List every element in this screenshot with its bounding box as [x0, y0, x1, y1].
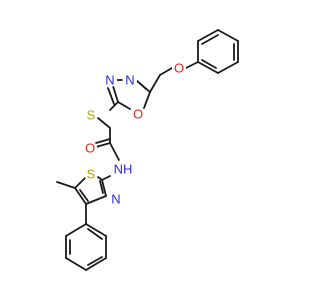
- bond: [101, 175, 111, 181]
- bond: [159, 67, 173, 76]
- bond: [87, 228, 103, 240]
- atom-o-carbonyl: O: [83, 141, 97, 156]
- bond: [217, 61, 239, 74]
- bond: [201, 59, 217, 69]
- bond: [85, 257, 107, 271]
- bond: [143, 91, 151, 109]
- atom-s-thioether: S: [84, 108, 98, 123]
- atom-n-thiazole: N: [109, 192, 123, 207]
- bond: [56, 181, 76, 189]
- bond: [217, 29, 239, 42]
- bond: [95, 142, 111, 148]
- bond: [109, 101, 119, 111]
- atom-o-ether: O: [172, 61, 186, 76]
- bond: [95, 138, 111, 144]
- bond: [97, 117, 111, 129]
- atom-s-thiazole: S: [84, 167, 98, 182]
- atoms-layer: O N N O S O NH S: [83, 61, 186, 207]
- atom-n-oxadiazole-right: N: [123, 73, 137, 88]
- bond: [85, 223, 107, 237]
- bond: [87, 256, 103, 266]
- atom-label: O: [174, 61, 184, 76]
- bond: [197, 29, 219, 42]
- bond: [135, 79, 147, 90]
- bond: [79, 189, 89, 202]
- atom-label: O: [133, 107, 143, 122]
- bond: [201, 34, 219, 45]
- bond: [99, 180, 104, 194]
- atom-label: O: [85, 141, 95, 156]
- atom-label: S: [87, 167, 96, 182]
- bond: [65, 257, 87, 271]
- atom-o-oxadiazole: O: [131, 107, 145, 122]
- bonds-layer: [56, 29, 239, 271]
- atom-label: S: [87, 108, 96, 123]
- bond: [149, 74, 161, 93]
- bond: [117, 101, 131, 110]
- bond: [74, 187, 87, 205]
- bond: [107, 87, 115, 105]
- bond: [85, 195, 107, 205]
- atom-label: N: [111, 192, 120, 207]
- atom-n-oxadiazole-left: N: [103, 73, 117, 88]
- molecule-structure-diagram: O N N O S O NH S: [56, 29, 239, 271]
- bond: [101, 179, 107, 197]
- bond: [185, 61, 199, 69]
- atom-nh-amide: NH: [113, 162, 133, 177]
- bond: [197, 61, 219, 74]
- atom-label: NH: [114, 162, 133, 177]
- bond: [65, 223, 87, 237]
- atom-label: N: [125, 73, 134, 88]
- bond: [74, 177, 86, 189]
- bond: [109, 142, 120, 161]
- atom-label: N: [105, 73, 114, 88]
